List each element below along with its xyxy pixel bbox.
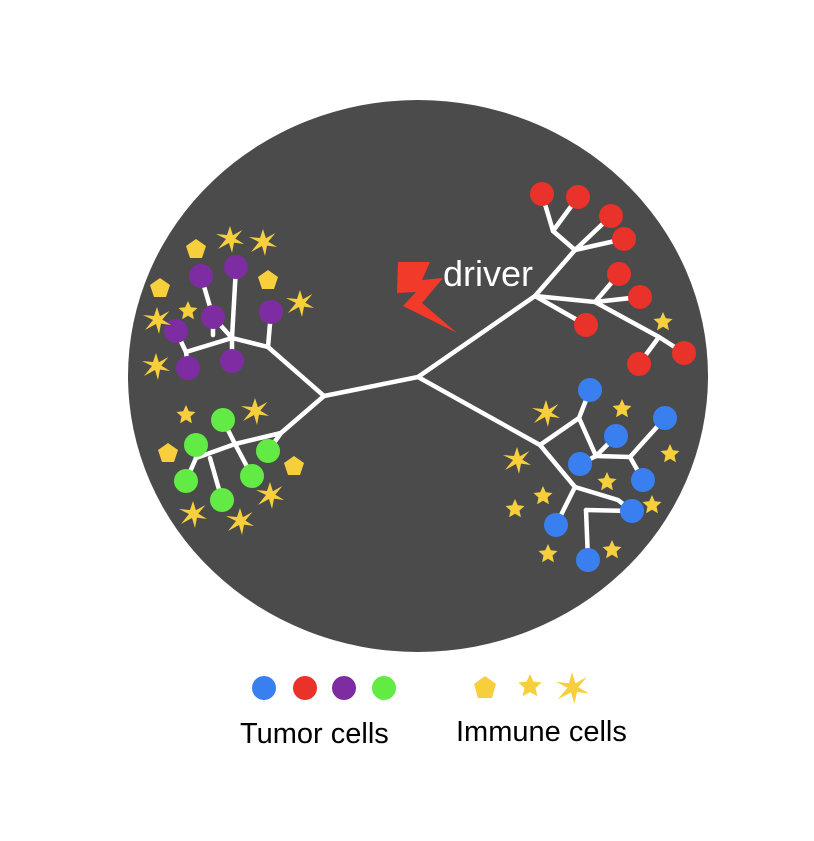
spiky-star-icon — [143, 307, 171, 334]
driver-annotation: driver — [397, 253, 533, 333]
star-icon — [602, 540, 622, 559]
tumor-cell — [210, 488, 234, 512]
star-icon — [533, 486, 553, 505]
pentagon-icon — [284, 456, 304, 475]
tumor-cell — [259, 300, 283, 324]
pentagon-icon — [150, 278, 170, 297]
star-icon — [597, 472, 617, 491]
right-lower-twig — [576, 415, 668, 460]
star-icon — [642, 495, 662, 514]
star-icon — [176, 405, 196, 424]
spiky-star-icon — [142, 353, 170, 380]
legend-spiky-star-icon — [556, 672, 589, 704]
tumor-cell — [628, 285, 652, 309]
tumor-cell — [224, 255, 248, 279]
legend-swatch-red — [293, 676, 317, 700]
spiky-star-icon — [179, 501, 207, 528]
lightning-bolt-icon — [397, 262, 457, 333]
tumor-cell — [631, 468, 655, 492]
legend-swatch-green — [372, 676, 396, 700]
green-tumor-cluster — [174, 408, 280, 512]
pentagon-icon — [158, 443, 178, 462]
tumor-cell — [211, 408, 235, 432]
tumor-cell — [604, 424, 628, 448]
star-icon — [612, 399, 632, 418]
legend-swatch-blue — [252, 676, 276, 700]
tumor-cell — [184, 433, 208, 457]
purple-tumor-cluster — [164, 255, 283, 380]
spiky-star-icon — [532, 400, 560, 427]
tumor-cell — [174, 469, 198, 493]
legend-star-icon — [518, 674, 542, 697]
spiky-star-icon — [286, 290, 314, 317]
tumor-cell — [189, 264, 213, 288]
spiky-star-icon — [256, 482, 284, 509]
star-icon — [505, 499, 525, 518]
tree-trunk — [321, 374, 421, 399]
blue-tumor-cluster — [544, 378, 677, 572]
tumor-cell — [544, 513, 568, 537]
tumor-cell — [653, 406, 677, 430]
spiky-star-icon — [249, 229, 277, 256]
tumor-cell — [627, 352, 651, 376]
tumor-cell — [574, 313, 598, 337]
tumor-cell — [176, 356, 200, 380]
tumor-cell — [599, 204, 623, 228]
tumor-cell — [578, 378, 602, 402]
legend-tumor-label: Tumor cells — [240, 718, 389, 750]
immune-cells — [142, 226, 680, 563]
star-icon — [538, 544, 558, 563]
pentagon-icon — [258, 270, 278, 289]
tumor-cell — [201, 305, 225, 329]
star-icon — [660, 444, 680, 463]
spiky-star-icon — [503, 447, 531, 474]
tumor-cell — [240, 464, 264, 488]
tumor-cell — [620, 499, 644, 523]
pentagon-icon — [186, 239, 206, 258]
tumor-cell — [566, 185, 590, 209]
tumor-cell — [530, 182, 554, 206]
spiky-star-icon — [226, 508, 254, 535]
tumor-cell — [576, 548, 600, 572]
red-tumor-cluster — [530, 182, 696, 376]
spiky-star-icon — [216, 226, 244, 253]
tumor-cell — [568, 452, 592, 476]
tumor-cell — [220, 349, 244, 373]
legend-pentagon-icon — [474, 676, 496, 698]
legend: Tumor cells Immune cells — [240, 672, 627, 750]
tumor-cell — [672, 341, 696, 365]
tumor-cell — [607, 262, 631, 286]
tumor-cell — [164, 319, 188, 343]
tumor-cell — [612, 227, 636, 251]
star-icon — [653, 312, 673, 331]
legend-swatch-purple — [332, 676, 356, 700]
spiky-star-icon — [241, 398, 269, 425]
star-icon — [178, 301, 198, 320]
tumor-cell — [256, 439, 280, 463]
legend-immune-label: Immune cells — [456, 716, 627, 748]
driver-label: driver — [443, 253, 533, 294]
